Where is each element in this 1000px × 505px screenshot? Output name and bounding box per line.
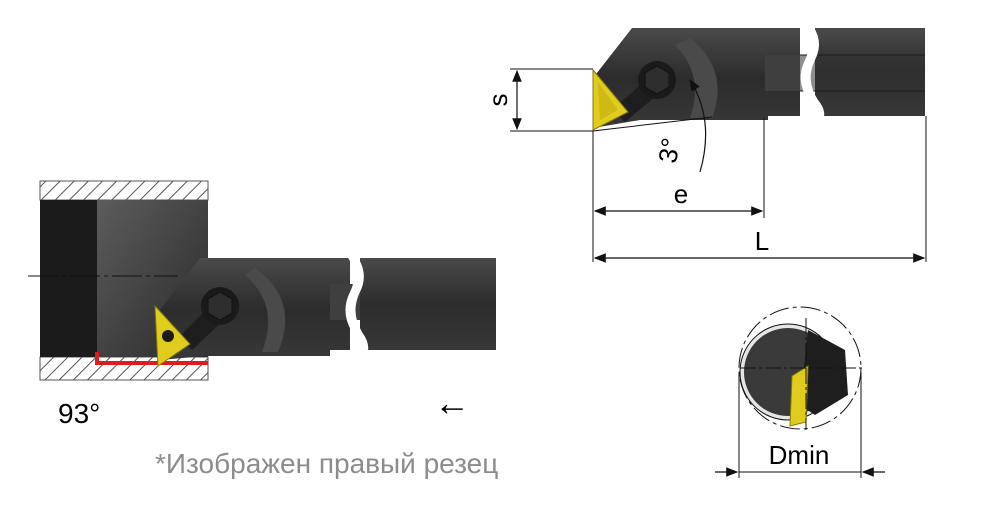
dimension-lines-top (510, 68, 927, 263)
label-s: s (483, 94, 513, 107)
label-e: e (674, 179, 688, 209)
holder-end-head (800, 330, 848, 415)
holder-shank-right-side (360, 258, 496, 350)
bore-interior-dark (40, 200, 97, 357)
holder-head-bevel-side (245, 268, 286, 352)
clamp-screw-side (178, 287, 239, 350)
feed-arrow: ← (434, 382, 470, 423)
workpiece-wall-bottom (39, 356, 209, 381)
break-gap-top (800, 22, 825, 122)
label-L: L (755, 226, 769, 256)
side-view-holder (154, 252, 496, 367)
break-gap-side (344, 252, 369, 356)
top-view-holder (592, 22, 925, 131)
workpiece-wall-top (39, 180, 209, 201)
caption-note: *Изображен правый резец (155, 448, 498, 479)
holder-shank-face (765, 55, 800, 91)
holder-head-bevel (675, 38, 718, 118)
label-angle-93: 93° (58, 398, 100, 429)
label-dmin: Dmin (769, 440, 830, 470)
workpiece-section (39, 180, 209, 381)
end-view (715, 306, 885, 478)
contact-line-red (95, 352, 208, 365)
label-angle-3: 3° (652, 136, 686, 166)
insert-end (789, 365, 809, 427)
